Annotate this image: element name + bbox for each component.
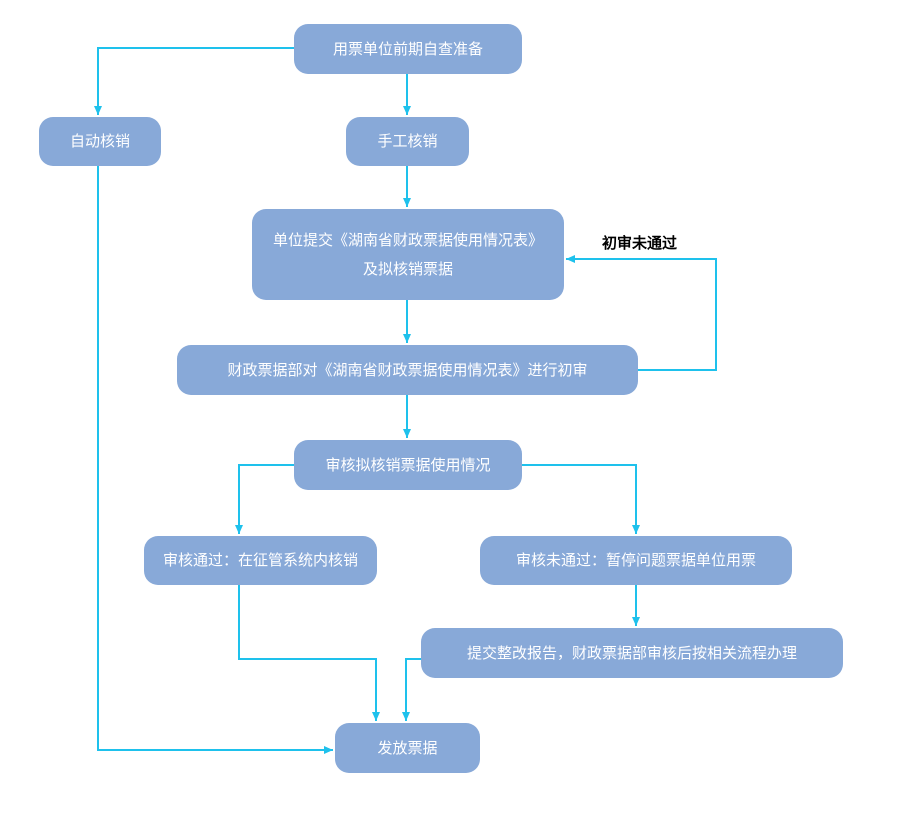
node-issue: 发放票据	[335, 723, 480, 773]
label-initial-fail: 初审未通过	[602, 234, 678, 252]
node-submit-line1: 单位提交《湖南省财政票据使用情况表》	[272, 231, 543, 249]
node-submit: 单位提交《湖南省财政票据使用情况表》 及拟核销票据	[252, 209, 564, 300]
node-auto-writeoff: 自动核销	[39, 117, 161, 166]
node-review-pass-label: 审核通过：在征管系统内核销	[162, 551, 358, 570]
node-rectify: 提交整改报告，财政票据部审核后按相关流程办理	[421, 628, 843, 678]
node-prep: 用票单位前期自查准备	[294, 24, 522, 74]
node-review-usage-label: 审核拟核销票据使用情况	[325, 455, 491, 474]
edge-prep-to-auto	[94, 47, 294, 115]
node-prep-label: 用票单位前期自查准备	[332, 39, 483, 58]
node-initial-review: 财政票据部对《湖南省财政票据使用情况表》进行初审	[177, 345, 638, 395]
node-rectify-label: 提交整改报告，财政票据部审核后按相关流程办理	[466, 643, 797, 662]
node-auto-writeoff-label: 自动核销	[69, 132, 130, 151]
node-manual-writeoff: 手工核销	[346, 117, 469, 166]
edge-usage-to-pass	[235, 464, 294, 534]
node-issue-label: 发放票据	[377, 738, 438, 757]
node-submit-line2: 及拟核销票据	[362, 259, 453, 278]
node-review-fail: 审核未通过：暂停问题票据单位用票	[480, 536, 792, 585]
edge-rectify-to-issue	[402, 658, 421, 721]
node-review-fail-label: 审核未通过：暂停问题票据单位用票	[515, 551, 756, 570]
node-manual-writeoff-label: 手工核销	[377, 132, 438, 151]
node-review-pass: 审核通过：在征管系统内核销	[144, 536, 377, 585]
edge-pass-to-issue	[238, 585, 380, 721]
edge-usage-to-fail	[522, 464, 640, 534]
node-review-usage: 审核拟核销票据使用情况	[294, 440, 522, 490]
edge-initial-fail-loop	[566, 255, 717, 371]
node-initial-review-label: 财政票据部对《湖南省财政票据使用情况表》进行初审	[227, 360, 588, 379]
edge-auto-to-issue	[97, 166, 333, 754]
